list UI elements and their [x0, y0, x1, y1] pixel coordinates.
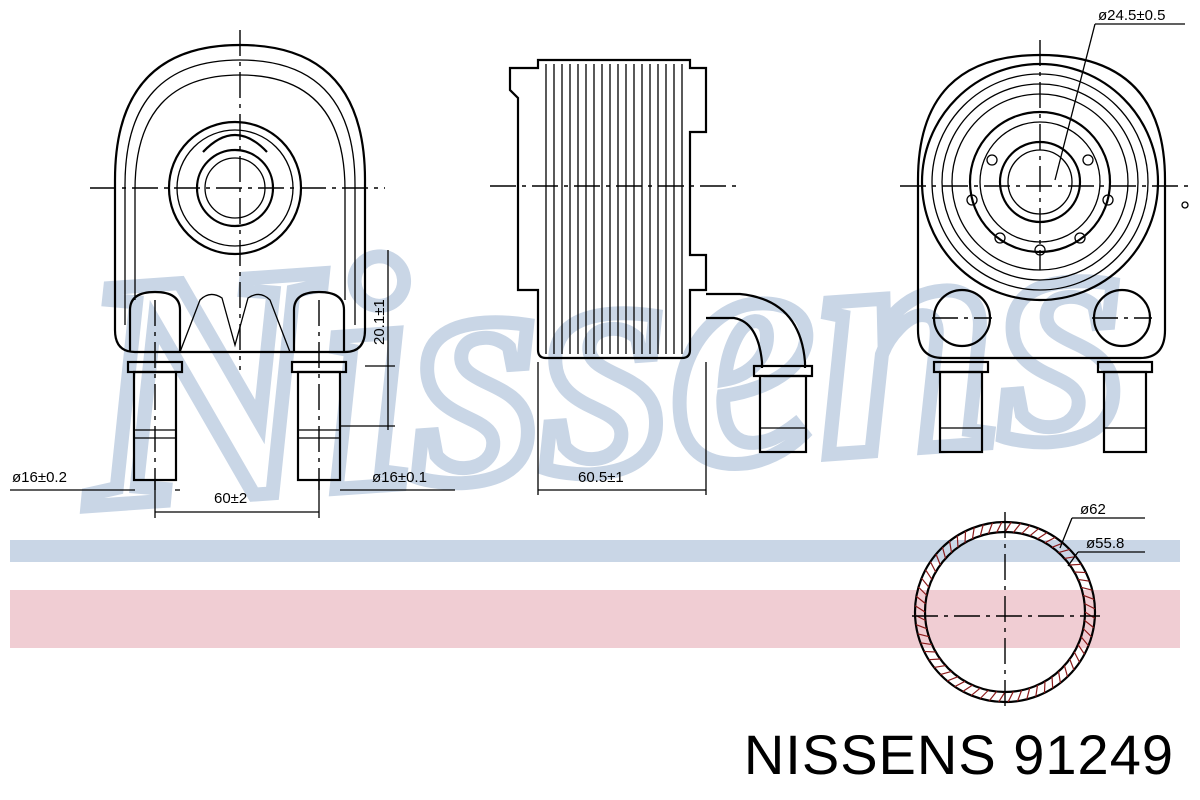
rear-view: ø24.5±0.5 [900, 7, 1190, 454]
dim-d62: ø62 [1080, 501, 1106, 518]
dim-d24-5: ø24.5±0.5 [1098, 7, 1165, 24]
dim-height-20: 20.1±1 [371, 299, 388, 345]
dim-spacing-60: 60±2 [214, 490, 247, 507]
pink-band [10, 590, 1180, 648]
part-number: 91249 [1013, 723, 1174, 786]
dim-d16-right: ø16±0.1 [372, 469, 427, 486]
part-caption: NISSENS 91249 [744, 722, 1174, 787]
dim-d16-left: ø16±0.2 [12, 469, 67, 486]
front-view: ø16±0.2 ø16±0.1 60±2 20.1±1 [10, 30, 455, 518]
brand-name: NISSENS [743, 723, 997, 786]
dim-d55-8: ø55.8 [1086, 535, 1124, 552]
ring-section: ø62 ø55.8 [912, 501, 1145, 712]
dim-depth-60-5: 60.5±1 [578, 469, 624, 486]
side-view: 60.5±1 [490, 58, 814, 495]
blue-band [10, 540, 1180, 562]
